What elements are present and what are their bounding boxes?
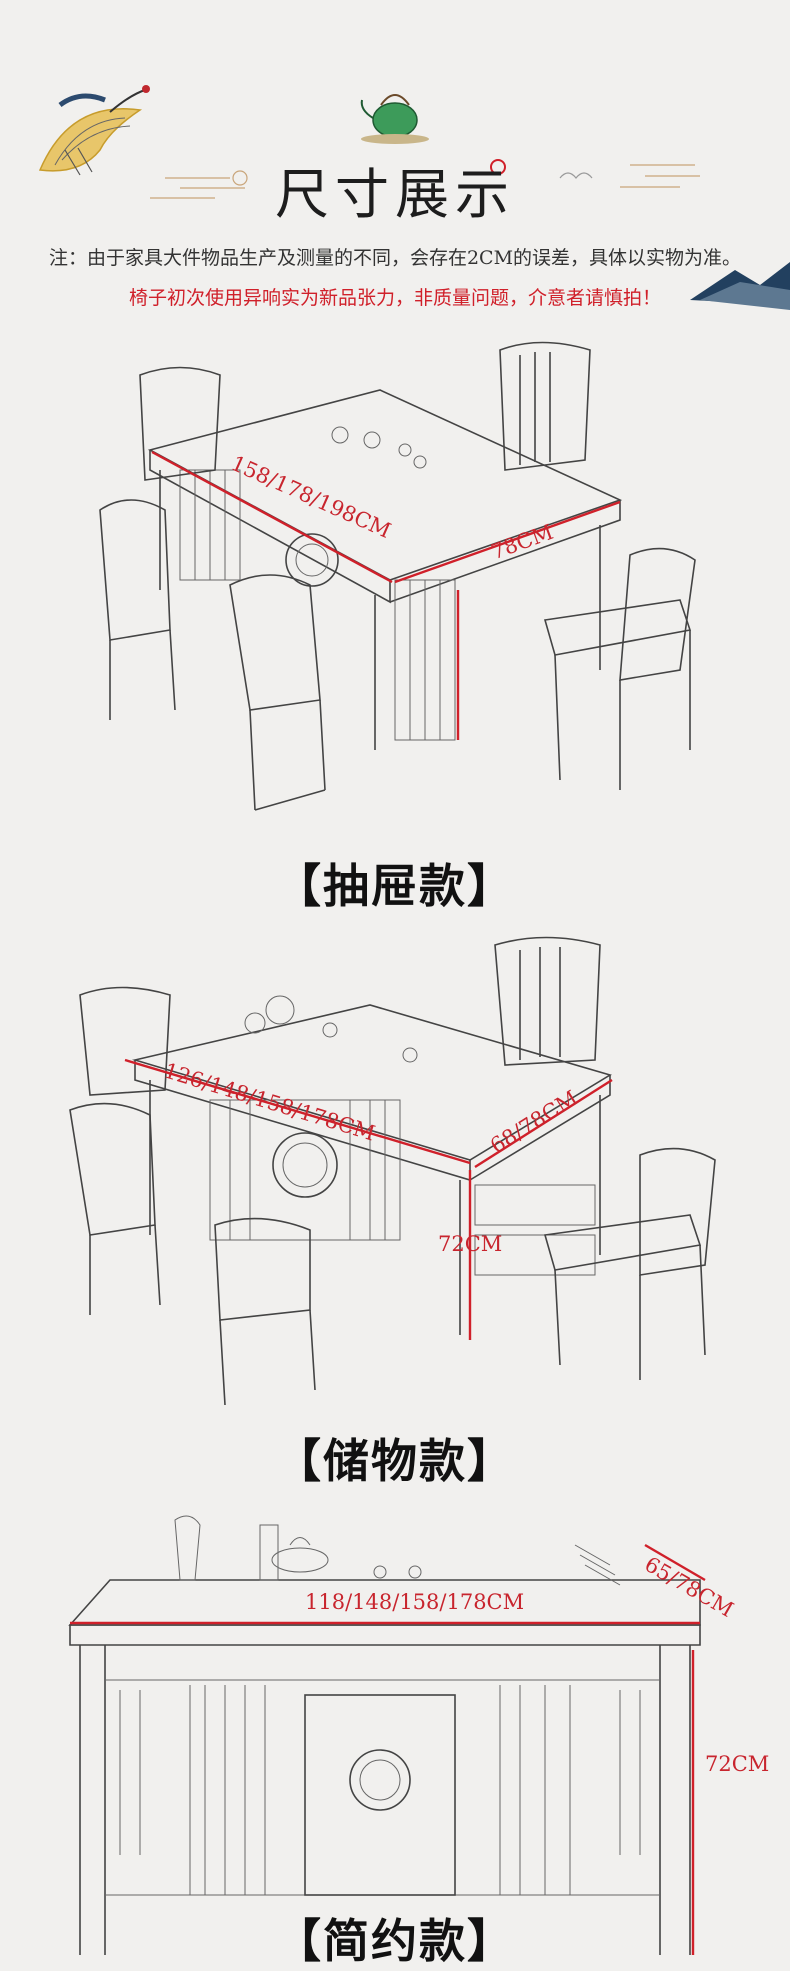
height-dimension: 72CM <box>438 1232 503 1256</box>
drawer-table-illustration <box>99 341 696 811</box>
crane-icon <box>38 85 150 176</box>
sun-icon <box>490 159 506 175</box>
length-dimension-line <box>151 450 393 584</box>
cloud-icon <box>150 170 248 199</box>
length-dimension-line <box>124 1058 471 1165</box>
length-dimension: 118/148/158/178CM <box>305 1590 525 1614</box>
teapot-icon <box>360 94 429 144</box>
height-dimension: 72CM <box>705 1752 770 1776</box>
width-dimension-line <box>394 500 621 584</box>
header-decoration <box>38 85 790 310</box>
cloud-icon <box>559 164 700 188</box>
storage-style-label: 【储物款】 <box>275 1434 515 1488</box>
drawer-style-label: 【抽屉款】 <box>275 859 515 913</box>
width-dimension-line <box>474 1078 613 1169</box>
mountain-icon <box>690 262 790 310</box>
storage-table-illustration <box>69 936 716 1406</box>
error-note: 注：由于家具大件物品生产及测量的不同，会存在2CM的误差，具体以实物为准。 <box>48 247 742 269</box>
simple-style-label: 【简约款】 <box>275 1914 515 1968</box>
chair-noise-note: 椅子初次使用异响实为新品张力，非质量问题，介意者请慎拍！ <box>128 287 661 309</box>
page-title: 尺寸展示 <box>275 163 515 226</box>
simple-table-illustration <box>68 1515 706 1955</box>
width-dimension-line <box>644 1543 706 1582</box>
